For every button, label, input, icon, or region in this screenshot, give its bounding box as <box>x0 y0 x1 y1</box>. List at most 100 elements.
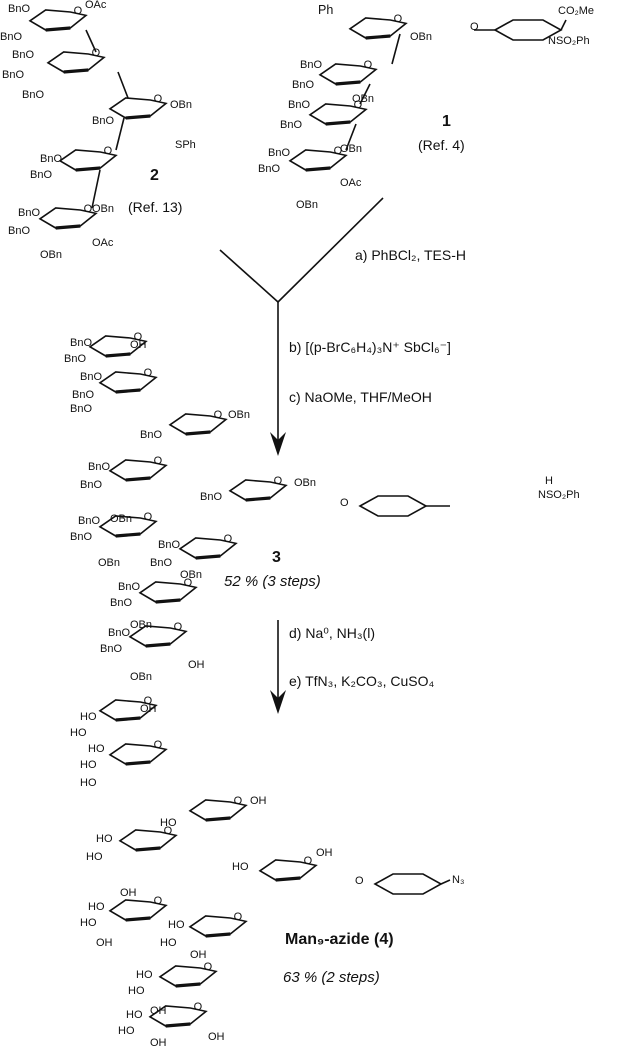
c3-ring-2-ring-oxygen: O <box>144 367 153 379</box>
c3-ring-6-substituent-1: BnO <box>70 531 92 543</box>
c1-ring-4-substituent-0: BnO <box>268 147 290 159</box>
c4-ring-3-ring-oxygen: O <box>234 795 243 807</box>
c3-ring-6-front-edge <box>115 532 141 538</box>
c1-ring-2-substituent-0: BnO <box>300 59 322 71</box>
c4-ring-9-substituent-1: HO <box>118 1025 135 1037</box>
c4-ring-6-substituent-0: HO <box>88 901 105 913</box>
c4-ring-7-substituent-2: OH <box>190 949 207 961</box>
c4-ring-3-front-edge <box>205 816 231 822</box>
c4-ring-6-front-edge <box>125 916 151 922</box>
c4-ring-4-substituent-0: HO <box>232 861 249 873</box>
c4-ring-9-ring-oxygen: O <box>194 1001 203 1013</box>
c1-ring-3-ring-oxygen: O <box>354 99 363 111</box>
c4-ring-9-substituent-0: HO <box>126 1009 143 1021</box>
c2-ring-1-substituent-0: BnO <box>8 3 30 15</box>
c2-ring-1-front-edge <box>45 26 71 32</box>
converge-line-right <box>277 197 384 303</box>
c4-ring-1-ring-oxygen: O <box>144 695 153 707</box>
c2-ring-5-substituent-2: OBn <box>40 249 62 261</box>
c4-ring-5-ring-oxygen: O <box>164 825 173 837</box>
arrowhead-2 <box>270 690 286 714</box>
c3-ring-6-ring-oxygen: O <box>144 511 153 523</box>
c1-ring-2-front-edge <box>335 80 361 86</box>
c3-ring-6-substituent-0: BnO <box>78 515 100 527</box>
c4-ring-5-front-edge <box>135 846 161 852</box>
c2-ring-1-ring-oxygen: O <box>74 5 83 17</box>
c4-ring-2-substituent-0: HO <box>88 743 105 755</box>
c3-ring-1-ring-oxygen: O <box>134 331 143 343</box>
c2-ring-4-ring-oxygen: O <box>104 145 113 157</box>
c1-ring-1-substituent-0: OBn <box>410 31 432 43</box>
c2-ring-4-front-edge <box>75 166 101 172</box>
c1-ring-4-front-edge <box>305 166 331 172</box>
c1-aglycone-co2me: CO₂Me <box>558 5 594 17</box>
c4-ring-9-front-edge <box>165 1022 191 1028</box>
c1-link-2 <box>359 83 371 105</box>
c4-ring-9-substituent-2: OH <box>150 1037 167 1049</box>
step-b-label: b) [(p-BrC₆H₄)₃N⁺ SbCl₆⁻] <box>289 339 451 355</box>
c3-ring-9-substituent-1: BnO <box>100 643 122 655</box>
c3-ring-3-front-edge <box>185 430 211 436</box>
c1-ring-1-substituent-1: O <box>470 21 479 33</box>
c1-ring-3-substituent-2: OBn <box>340 143 362 155</box>
c2-ring-2-substituent-1: BnO <box>2 69 24 81</box>
c3-ring-2-substituent-1: BnO <box>72 389 94 401</box>
c1-ring-3-front-edge <box>325 120 351 126</box>
c3-ring-5-substituent-1: BnO <box>80 479 102 491</box>
c4-ring-1-front-edge <box>115 716 141 722</box>
c1-aglycone-nso2ph: NSO₂Ph <box>548 35 590 47</box>
c2-ring-2-substituent-0: BnO <box>12 49 34 61</box>
c1-ring-2-substituent-1: BnO <box>292 79 314 91</box>
c4-ring-7-front-edge <box>205 932 231 938</box>
c1-ring-2-ring-oxygen: O <box>364 59 373 71</box>
c4-ring-1-substituent-2: OH <box>140 703 157 715</box>
c3-ring-5-substituent-2: OBn <box>110 513 132 525</box>
c4-ring-7-substituent-1: HO <box>160 937 177 949</box>
c4-ring-2-substituent-2: HO <box>80 777 97 789</box>
c3-ring-7-ring-oxygen: O <box>224 533 233 545</box>
c3-aglycone-h: H <box>545 475 553 487</box>
c3-aglycone-nso2ph: NSO₂Ph <box>538 489 580 501</box>
compound-1-ref: (Ref. 4) <box>418 137 465 153</box>
c4-ring-5-substituent-0: HO <box>96 833 113 845</box>
c1-ring-1-front-edge <box>365 34 391 40</box>
step-d-label: d) Na⁰, NH₃(l) <box>289 625 375 641</box>
c2-ring-3-ring-oxygen: O <box>154 93 163 105</box>
c2-ring-1-substituent-1: BnO <box>0 31 22 43</box>
c2-link-3 <box>115 117 125 151</box>
converge-line-left <box>219 249 279 303</box>
c4-ring-2-ring-oxygen: O <box>154 739 163 751</box>
c4-ring-3-substituent-0: HO <box>160 817 177 829</box>
c2-link-4 <box>91 169 101 209</box>
c4-ring-4-ring-oxygen: O <box>304 855 313 867</box>
c3-ring-7-front-edge <box>195 554 221 560</box>
c1-ring-4-ring-oxygen: O <box>334 145 343 157</box>
c1-link-n <box>560 19 567 31</box>
c3-ring-2-front-edge <box>115 388 141 394</box>
c3-ring-7-substituent-1: BnO <box>150 557 172 569</box>
c2-ring-3-substituent-1: OBn <box>170 99 192 111</box>
c4-aglycone-n3: N₃ <box>452 874 464 886</box>
c1-link-3 <box>345 123 357 151</box>
c3-ring-7-substituent-0: BnO <box>158 539 180 551</box>
c1-ring-1-ring-oxygen: O <box>394 13 403 25</box>
c2-ring-3-substituent-0: BnO <box>92 115 114 127</box>
c2-ring-3-substituent-2: SPh <box>175 139 196 151</box>
c4-ring-8-ring-oxygen: O <box>204 961 213 973</box>
c3-ring-8-substituent-0: BnO <box>118 581 140 593</box>
c3-ring-4-substituent-0: BnO <box>200 491 222 503</box>
c3-ring-4-substituent-1: OBn <box>294 477 316 489</box>
c4-ring-2-substituent-1: HO <box>80 759 97 771</box>
c2-ring-4-substituent-1: BnO <box>30 169 52 181</box>
c3-ring-4-ring-oxygen: O <box>274 475 283 487</box>
c1-ring-3-substituent-1: BnO <box>280 119 302 131</box>
c4-ring-5-substituent-2: OH <box>120 887 137 899</box>
c3-ring-9-substituent-0: BnO <box>108 627 130 639</box>
compound-4-structure: OHOHOOHOHOHOHOOHOOHOHOOHOOHOHOOHOHOHOOHO… <box>70 695 451 1049</box>
c2-ring-5-substituent-1: BnO <box>8 225 30 237</box>
c2-ring-5-ring-oxygen: O <box>84 203 93 215</box>
c3-ring-9-substituent-2: OBn <box>130 671 152 683</box>
